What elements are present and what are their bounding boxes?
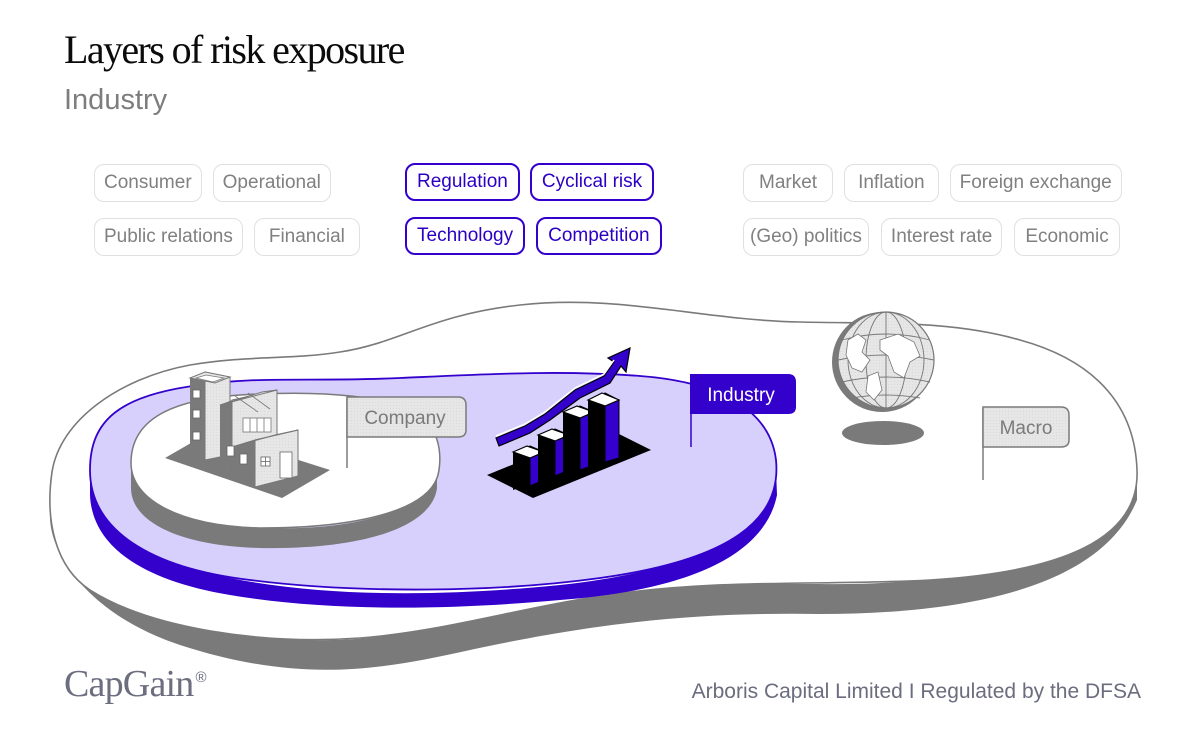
chip-market[interactable]: Market	[743, 164, 834, 202]
capgain-logo: CapGain®	[64, 663, 207, 705]
industry-flag: Industry	[690, 374, 796, 447]
chip-financial[interactable]: Financial	[253, 218, 360, 256]
industry-risk-chips: Regulation Cyclical risk Technology Comp…	[405, 163, 662, 255]
globe-icon	[832, 311, 935, 445]
chip-technology[interactable]: Technology	[405, 217, 526, 255]
logo-text: CapGain	[64, 663, 194, 705]
chip-interest-rate[interactable]: Interest rate	[880, 218, 1003, 256]
company-risk-chips: Consumer Operational Public relations Fi…	[94, 164, 360, 256]
registered-mark: ®	[195, 669, 206, 686]
macro-risk-chips: Market Inflation Foreign exchange (Geo) …	[743, 164, 1122, 256]
chip-consumer[interactable]: Consumer	[94, 164, 202, 202]
bar-chart-growth-icon	[487, 346, 651, 498]
chip-cyclical-risk[interactable]: Cyclical risk	[529, 163, 655, 201]
page-title: Layers of risk exposure	[64, 27, 405, 72]
chip-inflation[interactable]: Inflation	[844, 164, 939, 202]
industry-flag-label: Industry	[707, 385, 775, 406]
company-flag: Company	[346, 396, 467, 468]
chip-foreign-exchange[interactable]: Foreign exchange	[949, 164, 1122, 202]
chip-competition[interactable]: Competition	[536, 217, 662, 255]
company-layer-side	[131, 463, 437, 549]
chip-economic[interactable]: Economic	[1014, 218, 1120, 256]
chip-public-relations[interactable]: Public relations	[94, 218, 243, 256]
chip-operational[interactable]: Operational	[212, 164, 331, 202]
building-icon	[165, 371, 330, 498]
macro-flag-label: Macro	[1000, 418, 1053, 439]
macro-flag: Macro	[982, 406, 1070, 480]
regulatory-notice: Arboris Capital Limited I Regulated by t…	[691, 680, 1141, 703]
chip-geo-politics[interactable]: (Geo) politics	[743, 218, 869, 256]
chip-regulation[interactable]: Regulation	[405, 163, 520, 201]
page-subtitle: Industry	[64, 84, 168, 116]
company-flag-label: Company	[364, 408, 446, 429]
